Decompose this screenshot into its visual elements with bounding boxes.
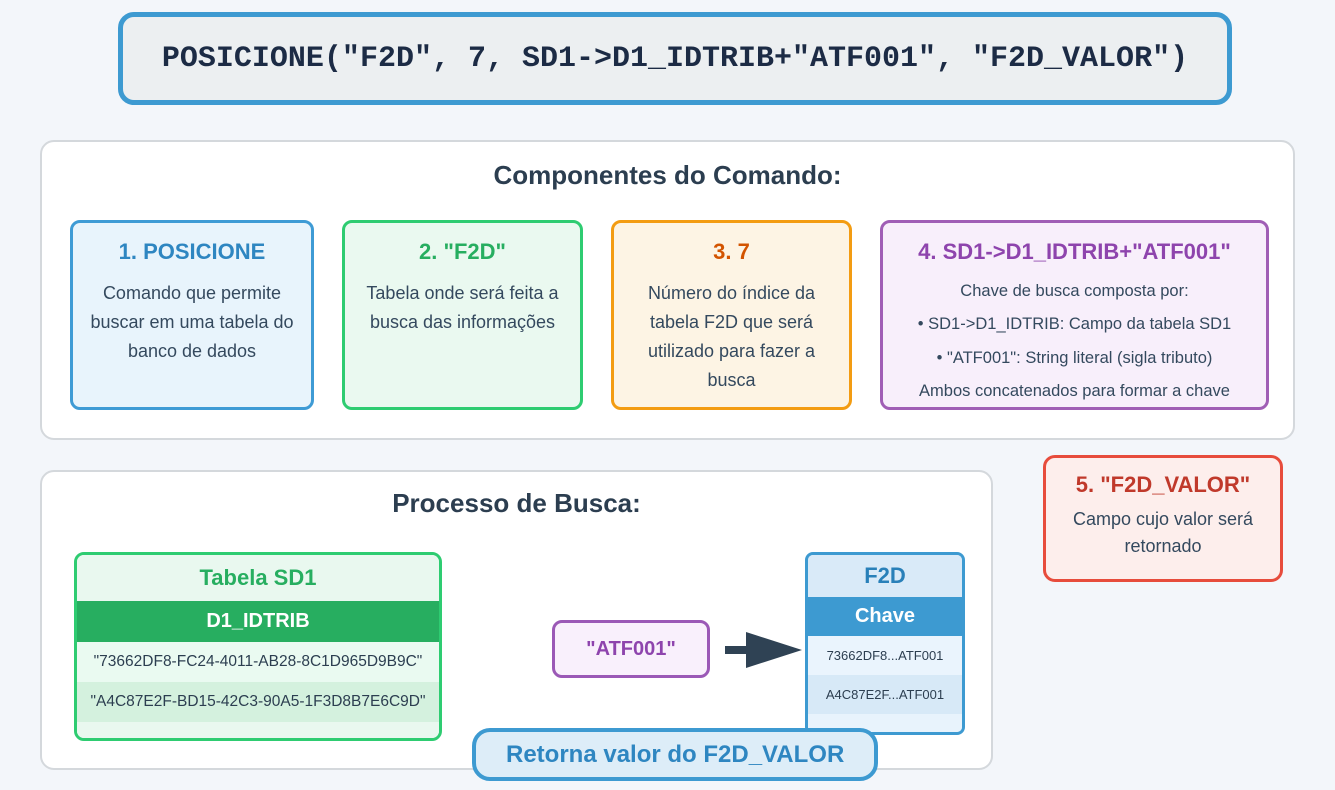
process-title: Processo de Busca: xyxy=(392,488,641,518)
card-index-7: 3. 7 Número do índice da tabela F2D que … xyxy=(611,220,852,410)
arrow-head xyxy=(746,632,802,668)
command-code: POSICIONE("F2D", 7, SD1->D1_IDTRIB+"ATF0… xyxy=(161,41,1189,76)
arrow-right-icon xyxy=(725,632,841,668)
f2d-table-footer xyxy=(808,714,962,732)
f2d-table-row: A4C87E2F...ATF001 xyxy=(808,675,962,714)
card-search-key-lines: Chave de busca composta por: • SD1->D1_I… xyxy=(883,275,1266,408)
card-table-f2d: 2. "F2D" Tabela onde será feita a busca … xyxy=(342,220,583,410)
card-return-field-body: Campo cujo valor será retornado xyxy=(1072,509,1254,556)
card-table-f2d-body: Tabela onde será feita a busca das infor… xyxy=(366,283,559,333)
process-panel: Processo de Busca: Tabela SD1 D1_IDTRIB … xyxy=(40,470,993,781)
card-posicione: 1. POSICIONE Comando que permite buscar … xyxy=(70,220,314,410)
command-code-box: POSICIONE("F2D", 7, SD1->D1_IDTRIB+"ATF0… xyxy=(118,12,1232,105)
components-panel: Componentes do Comando: 1. POSICIONE Com… xyxy=(40,140,1295,440)
arrow-shaft xyxy=(725,646,749,654)
sd1-table-row: "A4C87E2F-BD15-42C3-90A5-1F3D8B7E6C9D" xyxy=(77,682,439,722)
search-key-line: • SD1->D1_IDTRIB: Campo da tabela SD1 xyxy=(917,315,1232,334)
card-index-7-title: 3. 7 xyxy=(713,239,750,264)
card-index-7-body: Número do índice da tabela F2D que será … xyxy=(647,283,816,391)
f2d-table-row: 73662DF8...ATF001 xyxy=(808,636,962,675)
card-search-key-title: 4. SD1->D1_IDTRIB+"ATF001" xyxy=(918,239,1231,264)
card-search-key: 4. SD1->D1_IDTRIB+"ATF001" Chave de busc… xyxy=(880,220,1269,410)
f2d-table-header: Chave xyxy=(808,597,962,636)
card-posicione-body: Comando que permite buscar em uma tabela… xyxy=(90,283,294,362)
sd1-table-row: "73662DF8-FC24-4011-AB28-8C1D965D9B9C" xyxy=(77,642,439,682)
search-key-line: • "ATF001": String literal (sigla tribut… xyxy=(936,348,1213,367)
result-pill: Retorna valor do F2D_VALOR xyxy=(472,728,879,781)
key-literal-box: "ATF001" xyxy=(552,620,710,678)
card-table-f2d-title: 2. "F2D" xyxy=(419,239,506,264)
search-key-line: Ambos concatenados para formar a chave xyxy=(919,381,1230,400)
f2d-table: F2D Chave 73662DF8...ATF001 A4C87E2F...A… xyxy=(805,552,965,735)
sd1-table-title: Tabela SD1 xyxy=(77,555,439,601)
sd1-table: Tabela SD1 D1_IDTRIB "73662DF8-FC24-4011… xyxy=(74,552,442,741)
card-return-field-title: 5. "F2D_VALOR" xyxy=(1075,472,1251,497)
card-posicione-title: 1. POSICIONE xyxy=(118,239,266,264)
f2d-table-title: F2D xyxy=(808,555,962,597)
sd1-table-header: D1_IDTRIB xyxy=(77,601,439,642)
card-return-field: 5. "F2D_VALOR" Campo cujo valor será ret… xyxy=(1043,455,1283,582)
component-cards-row: 1. POSICIONE Comando que permite buscar … xyxy=(70,220,1269,410)
search-key-line: Chave de busca composta por: xyxy=(960,282,1189,300)
sd1-table-footer xyxy=(77,722,439,738)
components-title: Componentes do Comando: xyxy=(493,160,842,190)
